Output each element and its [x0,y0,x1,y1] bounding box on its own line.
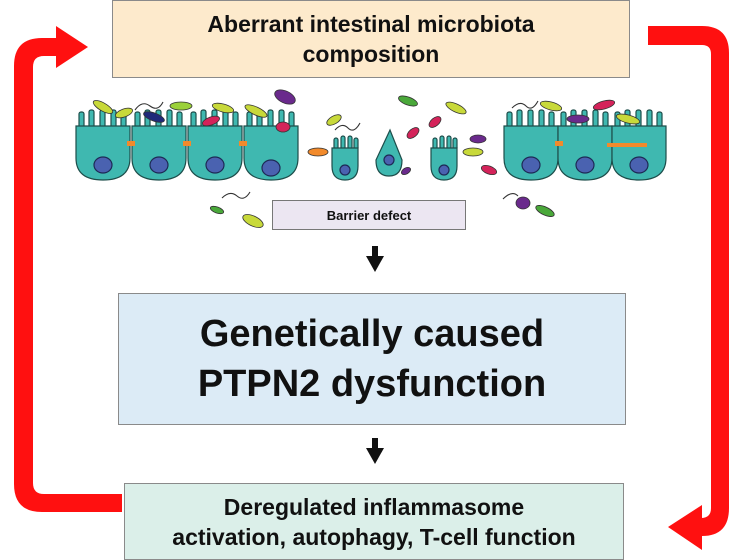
top-box-line-1: Aberrant intestinal microbiota [207,11,535,37]
microbiota-composition-box: Aberrant intestinal microbiota compositi… [112,0,630,78]
top-box-line-2: composition [302,41,440,67]
barrier-defect-text: Barrier defect [326,207,412,223]
ptpn2-dysfunction-box: Genetically caused PTPN2 dysfunction [118,293,626,425]
down-arrow-2 [366,438,384,464]
feedback-arrow-right [648,26,729,550]
center-box-line-1: Genetically caused [199,313,545,355]
feedback-arrow-left [14,26,122,512]
bottom-box-line-2: activation, autophagy, T-cell function [172,523,576,550]
bacteria-group [92,89,641,228]
bottom-box-line-1: Deregulated inflammasome [223,493,525,520]
intestinal-epithelium [75,109,667,181]
nucleus-group [93,154,649,177]
center-box-line-2: PTPN2 dysfunction [197,363,547,405]
down-arrow-1 [366,246,384,272]
tight-junctions [127,141,647,147]
deregulated-functions-box: Deregulated inflammasome activation, aut… [124,483,624,560]
barrier-defect-label: Barrier defect [272,200,466,230]
